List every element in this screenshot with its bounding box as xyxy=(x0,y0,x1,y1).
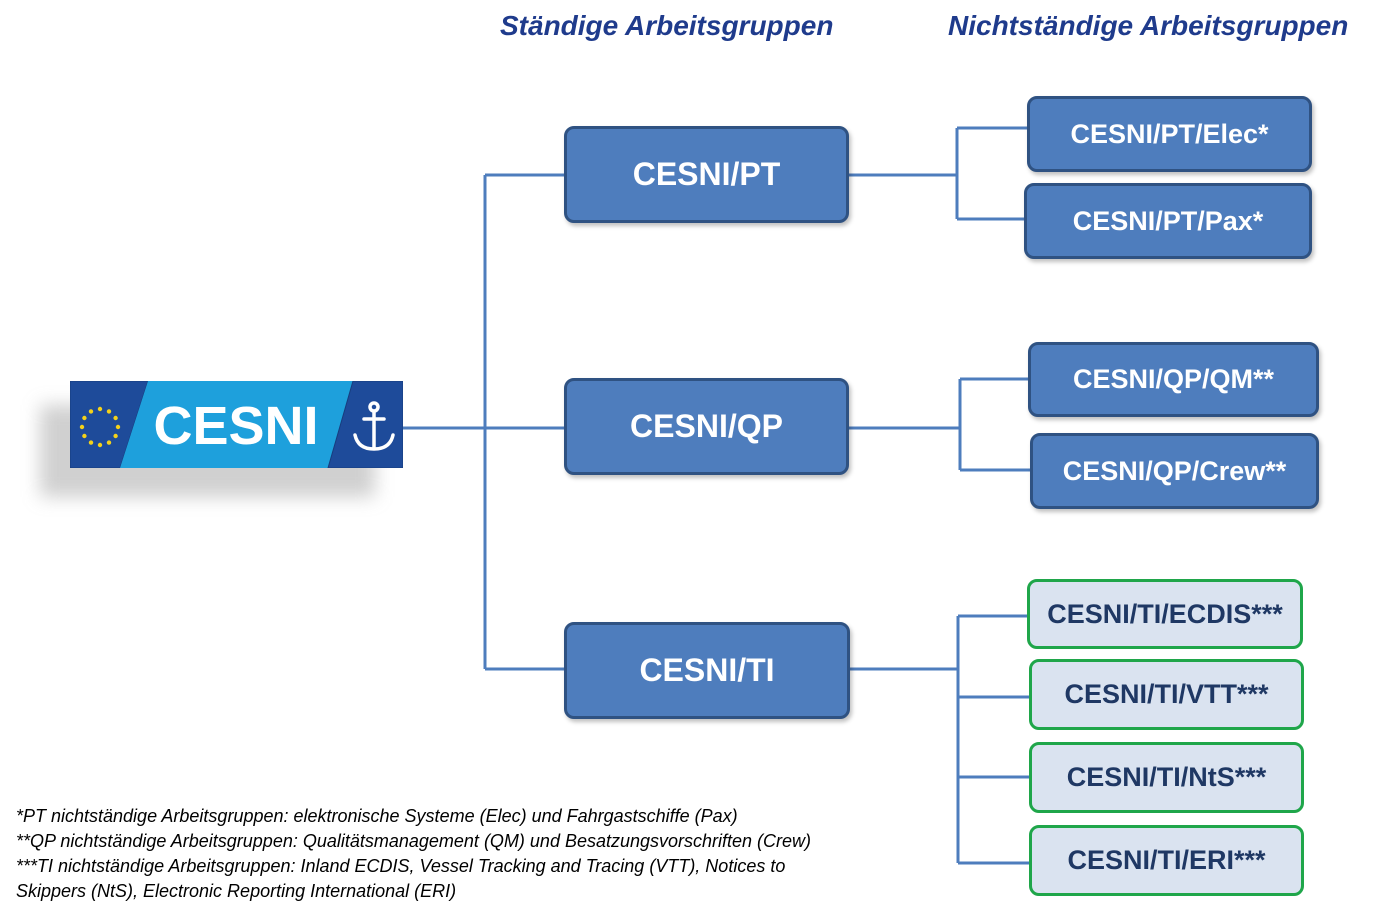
subgroup-box-ti-eri: CESNI/TI/ERI*** xyxy=(1029,825,1304,896)
subgroup-label-ti-ecdis: CESNI/TI/ECDIS*** xyxy=(1047,598,1283,629)
footnotes: *PT nichtständige Arbeitsgruppen: elektr… xyxy=(16,804,811,904)
subgroup-label-qp-qm: CESNI/QP/QM** xyxy=(1072,364,1275,394)
group-label-qp: CESNI/QP xyxy=(630,408,783,444)
subgroup-label-ti-vtt: CESNI/TI/VTT*** xyxy=(1064,679,1269,709)
footnote-ti-cont: Skippers (NtS), Electronic Reporting Int… xyxy=(16,881,457,901)
subgroup-box-ti-nts: CESNI/TI/NtS*** xyxy=(1029,742,1304,813)
subgroup-box-ti-vtt: CESNI/TI/VTT*** xyxy=(1029,659,1304,730)
group-label-ti: CESNI/TI xyxy=(639,652,775,688)
logo-text: CESNI xyxy=(153,396,318,456)
subgroup-box-qp-qm: CESNI/QP/QM** xyxy=(1028,342,1319,417)
footnote-qp: **QP nichtständige Arbeitsgruppen: Quali… xyxy=(16,831,812,851)
subgroup-label-ti-eri: CESNI/TI/ERI*** xyxy=(1067,845,1266,875)
subgroup-box-ti-ecdis: CESNI/TI/ECDIS*** xyxy=(1027,579,1303,649)
heading-non-standing-groups: Nichtständige Arbeitsgruppen xyxy=(948,10,1349,41)
subgroup-label-ti-nts: CESNI/TI/NtS*** xyxy=(1066,762,1267,792)
subgroup-box-pt-pax: CESNI/PT/Pax* xyxy=(1024,183,1312,259)
anchor-icon xyxy=(353,401,395,451)
heading-standing-groups: Ständige Arbeitsgruppen xyxy=(500,10,834,41)
subgroup-box-pt-elec: CESNI/PT/Elec* xyxy=(1027,96,1312,172)
cesni-logo: CESNI xyxy=(70,381,403,468)
subgroup-label-pt-elec: CESNI/PT/Elec* xyxy=(1070,118,1269,149)
footnote-pt: *PT nichtständige Arbeitsgruppen: elektr… xyxy=(16,806,738,826)
group-box-pt: CESNI/PT xyxy=(564,126,849,223)
group-label-pt: CESNI/PT xyxy=(632,156,781,192)
group-box-ti: CESNI/TI xyxy=(564,622,850,719)
group-box-qp: CESNI/QP xyxy=(564,378,849,475)
subgroup-label-qp-crew: CESNI/QP/Crew** xyxy=(1062,455,1287,486)
eu-stars-icon xyxy=(79,406,121,448)
footnote-ti: ***TI nichtständige Arbeitsgruppen: Inla… xyxy=(16,856,786,876)
subgroup-box-qp-crew: CESNI/QP/Crew** xyxy=(1030,433,1319,509)
subgroup-label-pt-pax: CESNI/PT/Pax* xyxy=(1072,205,1264,236)
